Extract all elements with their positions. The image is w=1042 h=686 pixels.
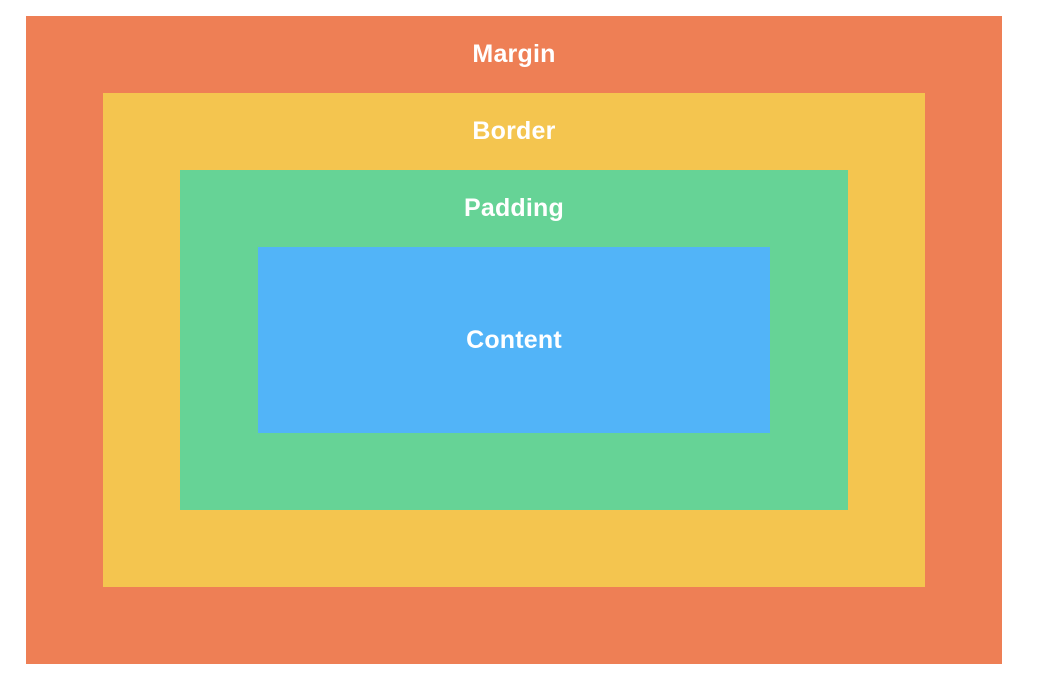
border-label: Border <box>472 117 556 145</box>
margin-label: Margin <box>472 40 556 68</box>
content-layer: Content <box>258 247 770 433</box>
padding-label: Padding <box>463 194 564 222</box>
content-label: Content <box>466 326 562 354</box>
